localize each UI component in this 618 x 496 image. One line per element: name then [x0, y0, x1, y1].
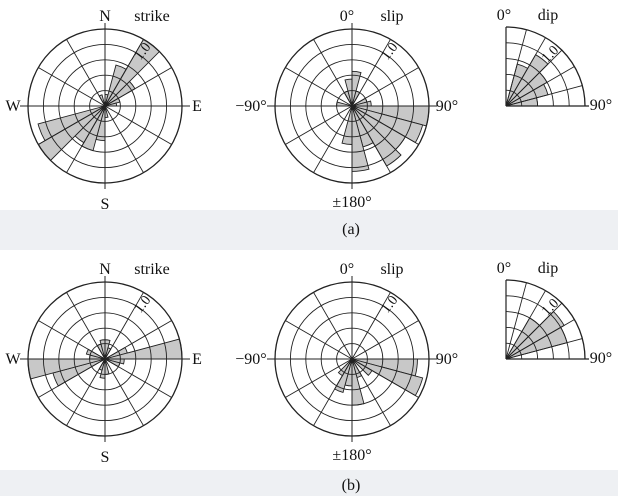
grid-spoke	[285, 105, 353, 145]
grid-spoke	[38, 358, 106, 398]
grid-spoke	[104, 39, 144, 107]
direction-label-top: 0°	[340, 8, 354, 25]
rose-panel-2	[505, 26, 589, 107]
caption-b: (b)	[342, 477, 361, 494]
direction-label-s: S	[101, 196, 110, 213]
grid-spoke	[38, 67, 106, 107]
grid-spoke	[66, 358, 106, 426]
grid-spoke	[313, 358, 353, 426]
grid-spoke	[505, 338, 583, 360]
grid-spoke	[505, 319, 575, 360]
direction-label-left: −90°	[235, 351, 266, 368]
grid-spoke	[313, 39, 353, 107]
grid-spoke	[505, 290, 546, 360]
grid-spoke	[505, 85, 583, 107]
grid-spoke	[104, 105, 172, 145]
direction-label-e: E	[192, 98, 202, 115]
grid-spoke	[505, 29, 527, 107]
grid-spoke	[505, 66, 575, 107]
direction-label-s: S	[101, 449, 110, 466]
grid-spoke	[285, 67, 353, 107]
grid-spoke	[38, 320, 106, 360]
rose-panel-0	[20, 23, 190, 189]
chart-title: strike	[134, 8, 170, 25]
bin-wedge	[341, 105, 353, 145]
grid-spoke	[104, 358, 144, 426]
grid-spoke	[104, 320, 172, 360]
direction-label-bottom: ±180°	[332, 194, 371, 211]
grid-spoke	[351, 292, 391, 360]
separator-band	[0, 210, 618, 250]
separator-band-bottom	[0, 470, 618, 496]
direction-label-e: E	[192, 351, 202, 368]
chart-title: dip	[538, 260, 558, 277]
chart-title: slip	[380, 261, 403, 278]
rose-panel-4	[267, 276, 437, 442]
grid-spoke	[104, 292, 144, 360]
grid-spoke	[313, 292, 353, 360]
grid-spoke	[285, 320, 353, 360]
grid-spoke	[104, 67, 172, 107]
grid-spoke	[505, 37, 546, 107]
grid-spoke	[38, 105, 106, 145]
grid-spoke	[351, 358, 391, 426]
direction-label-top: 0°	[340, 261, 354, 278]
grid-spoke	[505, 49, 563, 107]
direction-label-n: N	[99, 261, 111, 278]
chart-title: strike	[134, 261, 170, 278]
direction-label-w: W	[5, 98, 21, 115]
rose-panel-3	[20, 276, 190, 442]
grid-spoke	[104, 105, 144, 173]
chart-title: slip	[380, 8, 403, 25]
rose-panel-5	[505, 279, 589, 360]
direction-label-right: 90°	[436, 351, 458, 368]
grid-spoke	[351, 358, 419, 398]
grid-spoke	[66, 39, 106, 107]
grid-spoke	[351, 67, 419, 107]
direction-label-right: 90°	[590, 97, 612, 114]
grid-spoke	[351, 105, 419, 145]
direction-label-n: N	[99, 8, 111, 25]
grid-spoke	[285, 358, 353, 398]
direction-label-top: 0°	[497, 260, 511, 277]
direction-label-right: 90°	[590, 350, 612, 367]
grid-spoke	[104, 358, 172, 398]
direction-label-bottom: ±180°	[332, 447, 371, 464]
direction-label-left: −90°	[235, 98, 266, 115]
direction-label-w: W	[5, 351, 21, 368]
grid-spoke	[505, 282, 527, 360]
grid-spoke	[351, 105, 391, 173]
grid-spoke	[351, 39, 391, 107]
grid-spoke	[313, 105, 353, 173]
direction-label-right: 90°	[436, 98, 458, 115]
grid-spoke	[505, 302, 563, 360]
chart-title: dip	[538, 7, 558, 24]
grid-spoke	[66, 105, 106, 173]
rose-panel-1	[267, 23, 437, 189]
grid-spoke	[66, 292, 106, 360]
direction-label-top: 0°	[497, 7, 511, 24]
grid-spoke	[351, 320, 419, 360]
caption-a: (a)	[342, 221, 360, 238]
